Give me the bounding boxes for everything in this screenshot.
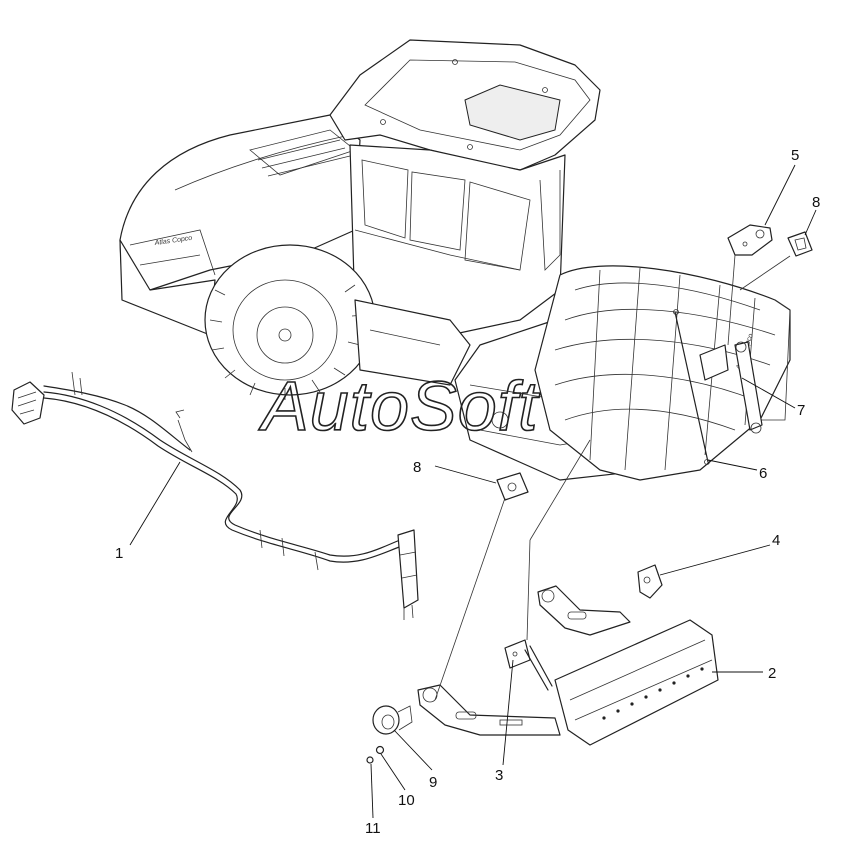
leader-8a [804,209,817,236]
callout-10: 10 [398,792,415,809]
part-5-mount-bracket [727,224,773,256]
callout-1: 1 [115,545,123,562]
callout-7: 7 [797,402,805,419]
leader-9 [393,729,433,771]
leader-7 [741,377,796,409]
callout-labels: 1 2 3 4 5 6 7 8 8 9 10 11 [115,147,820,837]
part-8-pad-lower [496,472,529,501]
callout-8-upper: 8 [812,194,820,211]
leader-lines [129,164,817,819]
part-4-bracket [637,564,663,599]
part-10-washer [375,745,385,755]
part-7-lift-cylinder [699,341,763,434]
leader-6 [707,459,758,471]
leader-10 [380,753,406,791]
rear-tyre [204,244,376,400]
part-6-rod [673,309,710,465]
part-1-wiring-harness [11,371,419,620]
part-9-pivot-bushing [372,705,413,735]
autosoft-watermark: AutoSoft [258,367,540,445]
callout-8-lower: 8 [413,459,421,476]
leader-5 [764,164,796,226]
leader-11 [370,763,374,819]
part-8-pad-upper [787,231,813,257]
leader-3 [502,659,514,766]
callout-9: 9 [429,774,437,791]
soil-compactor-roller: DYNAPAC Atlas Copco Atlas Copco [119,39,791,481]
leader-1 [129,461,181,546]
callout-5: 5 [791,147,799,164]
callout-3: 3 [495,767,503,784]
callout-6: 6 [759,465,767,482]
part-2-dozer-blade [417,585,719,746]
leader-8b [434,465,497,484]
part-3-bracket [504,639,553,691]
callout-2: 2 [768,665,776,682]
callout-4: 4 [772,532,780,549]
leader-4 [659,544,771,576]
part-11-bolt [366,756,374,764]
callout-11: 11 [365,820,381,837]
